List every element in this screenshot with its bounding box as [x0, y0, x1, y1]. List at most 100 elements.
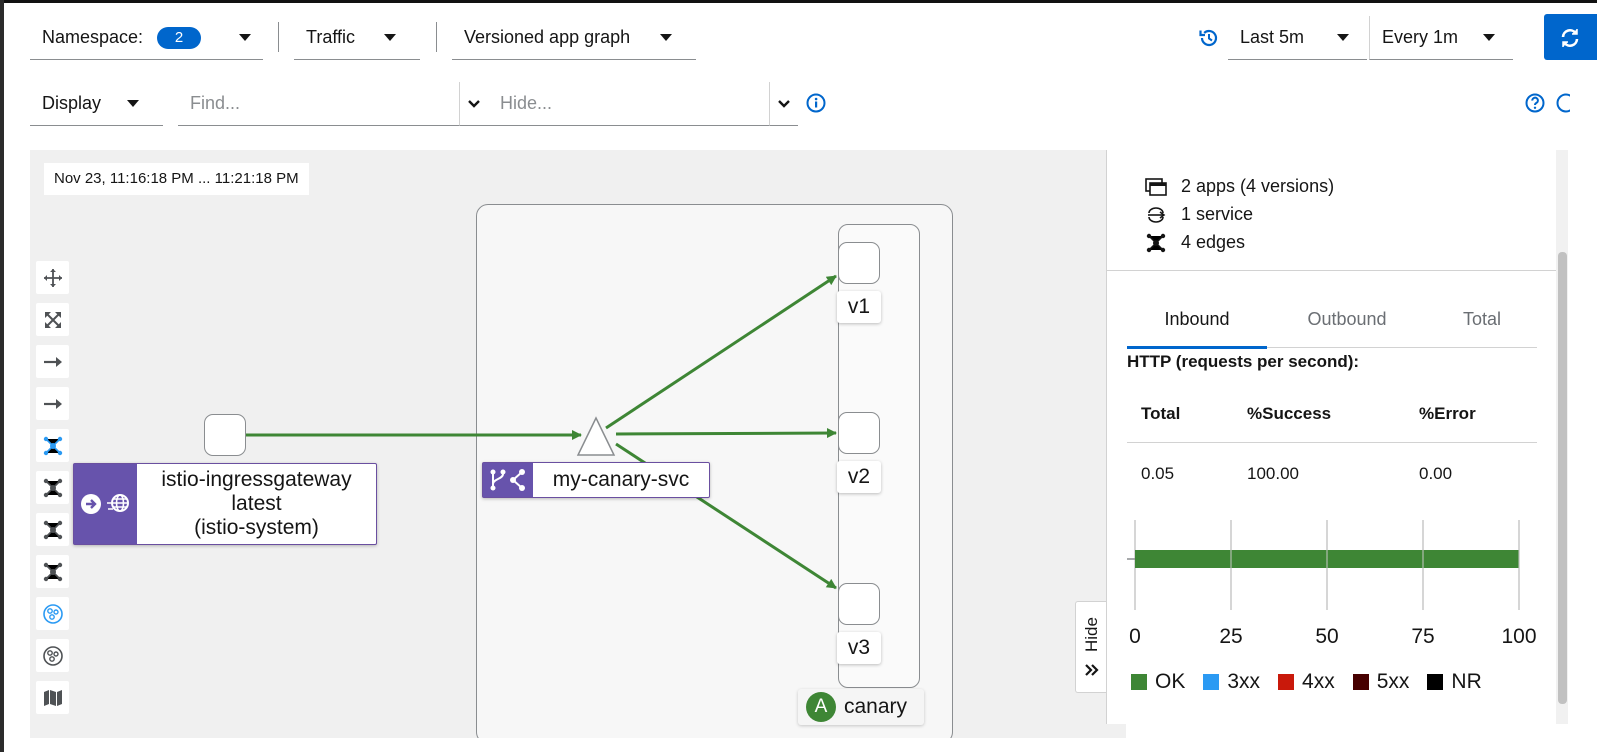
version-node-v2[interactable]: [838, 412, 880, 454]
summary-apps: 2 apps (4 versions): [1145, 176, 1334, 197]
app-box-label[interactable]: A canary: [798, 689, 924, 725]
ingress-name: istio-ingressgateway: [161, 468, 352, 491]
topology-icon: [43, 478, 62, 497]
legend-label: 3xx: [1227, 670, 1261, 693]
topology-icon: [43, 436, 62, 455]
tab-outbound[interactable]: Outbound: [1307, 308, 1387, 329]
topology-icon: [43, 562, 62, 581]
summary-apps-text: 2 apps (4 versions): [1181, 176, 1335, 196]
ingress-node[interactable]: [204, 414, 246, 456]
layout-direction-alt-button[interactable]: [36, 387, 69, 420]
version-node-v1[interactable]: [838, 242, 880, 284]
display-dropdown[interactable]: Display: [30, 82, 163, 126]
legend-item-ok: OK: [1131, 670, 1185, 694]
double-chevron-right-icon: [1085, 664, 1099, 676]
legend-label: NR: [1451, 670, 1482, 693]
app-name: canary: [844, 695, 908, 718]
x-tick-label: 0: [1129, 625, 1141, 648]
find-options-toggle[interactable]: [460, 82, 488, 126]
fit-to-screen-button[interactable]: [36, 303, 69, 336]
hide-tab-label: Hide: [1082, 617, 1101, 652]
ingress-version: latest: [231, 492, 282, 515]
ingress-badge: [74, 464, 137, 544]
topology-icon: [1146, 233, 1166, 252]
version-node-v3[interactable]: [838, 583, 880, 625]
namespace-dropdown[interactable]: Namespace: 2: [30, 16, 263, 60]
legend-item-5xx: 5xx: [1352, 670, 1410, 694]
summary-services: 1 service: [1145, 204, 1253, 225]
tab-total[interactable]: Total: [1462, 308, 1502, 329]
arrow-right-icon: [43, 356, 62, 367]
arrow-right-icon: [43, 398, 62, 409]
traffic-dropdown[interactable]: Traffic: [294, 16, 420, 60]
table-header-success: %Success: [1247, 404, 1332, 423]
help-icon[interactable]: [1525, 93, 1545, 113]
hide-options-toggle[interactable]: [770, 82, 798, 126]
tab-inbound[interactable]: Inbound: [1127, 290, 1267, 349]
table-header-error: %Error: [1419, 404, 1476, 423]
edge-service-to-v2[interactable]: [615, 428, 837, 439]
layout-3-button[interactable]: [36, 555, 69, 588]
panel-divider: [1107, 270, 1557, 271]
virtual-service-icon: [490, 469, 525, 491]
traffic-tabs: Inbound Outbound Total: [1127, 290, 1537, 349]
legend-item-nr: NR: [1427, 670, 1482, 694]
find-input[interactable]: Find...: [178, 82, 460, 126]
refresh-button[interactable]: [1544, 14, 1597, 60]
service-node-label[interactable]: my-canary-svc: [482, 462, 710, 498]
refresh-interval-dropdown[interactable]: Every 1m: [1369, 16, 1513, 60]
x-tick-label: 100: [1501, 625, 1536, 648]
arrow-right-circle-icon: [80, 494, 101, 514]
summary-services-text: 1 service: [1181, 204, 1254, 224]
summary-edges-text: 4 edges: [1181, 232, 1246, 252]
graph-canvas[interactable]: Nov 23, 11:16:18 PM ... 11:21:18 PM v1 v…: [30, 150, 1126, 738]
info-icon[interactable]: [806, 93, 826, 113]
tour-icon[interactable]: [1556, 93, 1570, 113]
panel-scrollbar-thumb[interactable]: [1558, 252, 1567, 704]
chevron-down-icon: [384, 34, 396, 41]
summary-edges: 4 edges: [1145, 232, 1245, 253]
map-icon: [43, 689, 62, 706]
cluster-icon: [42, 603, 63, 624]
layout-1-button[interactable]: [36, 471, 69, 504]
graph-timestamp: Nov 23, 11:16:18 PM ... 11:21:18 PM: [44, 163, 309, 195]
legend-label: OK: [1155, 670, 1186, 693]
namespace-label: Namespace:: [42, 27, 144, 47]
x-tick-label: 50: [1315, 625, 1338, 648]
namespace-layout-button[interactable]: [36, 597, 69, 630]
history-icon[interactable]: [1198, 27, 1220, 49]
pan-tool-button[interactable]: [36, 261, 69, 294]
legend-swatch: [1427, 674, 1444, 690]
legend-map-button[interactable]: [36, 681, 69, 714]
edge-service-to-v1[interactable]: [605, 274, 837, 430]
legend-swatch: [1203, 674, 1220, 690]
layout-2-button[interactable]: [36, 513, 69, 546]
legend-label: 5xx: [1376, 670, 1410, 693]
service-node-triangle[interactable]: [576, 416, 616, 456]
legend-swatch: [1131, 674, 1147, 690]
legend-swatch: [1352, 674, 1369, 690]
x-tick-label: 25: [1219, 625, 1242, 648]
refresh-interval-label: Every 1m: [1382, 27, 1459, 47]
chevron-down-icon: [239, 34, 251, 41]
layout-direction-button[interactable]: [36, 345, 69, 378]
chevron-down-icon: [1483, 34, 1495, 41]
duration-dropdown[interactable]: Last 5m: [1228, 16, 1367, 60]
ingress-node-label[interactable]: istio-ingressgateway latest (istio-syste…: [73, 463, 377, 545]
refresh-icon: [1561, 29, 1579, 47]
legend-item-4xx: 4xx: [1278, 670, 1335, 694]
http-rate-title: HTTP (requests per second):: [1127, 352, 1360, 371]
hide-input[interactable]: Hide...: [488, 82, 770, 126]
hide-panel-tab[interactable]: Hide: [1075, 601, 1107, 693]
chevron-down-icon: [127, 100, 139, 107]
graph-type-dropdown[interactable]: Versioned app graph: [452, 16, 696, 60]
version-label-v1: v1: [837, 291, 881, 323]
layout-default-button[interactable]: [36, 429, 69, 462]
chevron-down-icon: [778, 99, 790, 108]
namespace-layout-alt-button[interactable]: [36, 639, 69, 672]
app-badge-icon: A: [806, 692, 836, 722]
namespace-count-badge: 2: [157, 26, 202, 49]
window-left-border: [0, 0, 4, 752]
traffic-label: Traffic: [306, 27, 356, 47]
